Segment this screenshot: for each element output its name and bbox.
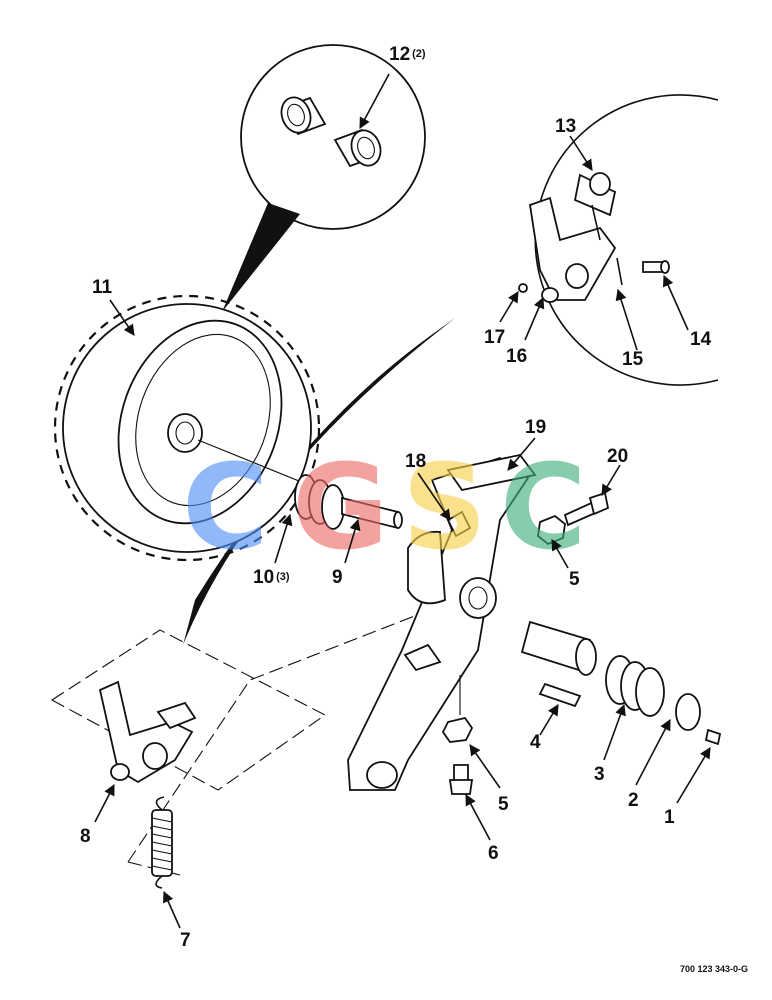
main-lever [347, 454, 537, 791]
callout-8: 8 [80, 826, 91, 847]
callout-2: 2 [628, 790, 639, 811]
drawing-number: 700 123 343-0-G [680, 964, 748, 974]
callout-12: 12(2) [389, 44, 426, 65]
arm-assembly-lower [98, 680, 197, 784]
roller-spacer-stack [520, 620, 722, 746]
callout-20: 20 [607, 446, 628, 467]
leader-arrows [94, 73, 711, 929]
bushing-right [333, 128, 382, 168]
watermark-letter-2: G [292, 438, 389, 576]
callout-17: 17 [484, 327, 505, 348]
shaft-and-spacers [294, 474, 446, 605]
callout-15: 15 [622, 349, 644, 370]
extension-spring [151, 796, 173, 889]
callout-1: 1 [664, 807, 675, 828]
watermark-letter-1: C [182, 438, 269, 576]
callout-13: 13 [555, 116, 576, 137]
callout-9: 9 [332, 567, 343, 588]
watermark-letter-3: S [402, 438, 487, 576]
callout-16: 16 [506, 346, 527, 367]
callout-3: 3 [594, 764, 605, 785]
callout-11: 11 [92, 277, 113, 298]
callout-7: 7 [180, 930, 191, 951]
watermark-letter-4: C [500, 438, 587, 576]
fasteners [441, 491, 610, 795]
callout-19: 19 [525, 417, 546, 438]
bushing-left [280, 96, 327, 136]
sprocket-wheel [53, 294, 396, 562]
callout-5-lower: 5 [498, 794, 509, 815]
detail-bubble-bushings [222, 44, 426, 312]
callout-labels: 12(2) 13 14 15 16 17 11 18 19 20 5 10(3)… [80, 44, 712, 951]
callout-18: 18 [405, 451, 426, 472]
callout-14: 14 [690, 329, 712, 350]
arm-assembly-detail [518, 172, 670, 303]
callout-10: 10(3) [253, 567, 290, 588]
detail-bubble-arm-assembly [183, 94, 719, 645]
callout-4: 4 [530, 732, 541, 753]
callout-5-upper: 5 [569, 569, 580, 590]
callout-6: 6 [488, 843, 499, 864]
